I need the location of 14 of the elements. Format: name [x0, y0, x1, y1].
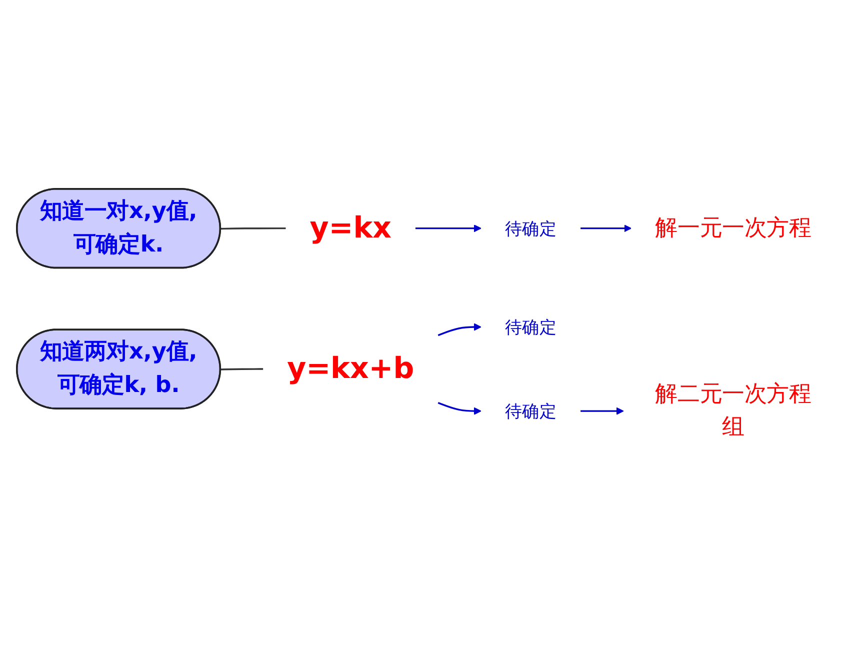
node-text: 待确定 [505, 400, 557, 422]
arrow [438, 323, 482, 336]
node-text: 解一元一次方程 [655, 214, 812, 241]
arrow [580, 224, 632, 232]
arrow [415, 224, 482, 232]
node-text: 解二元一次方程组 [655, 380, 812, 440]
node-text: 待确定 [505, 316, 557, 338]
connector [220, 227, 286, 230]
arrow [438, 402, 482, 415]
node-text: 待确定 [505, 218, 557, 238]
arrow [580, 407, 624, 415]
node-text: y=kx [310, 210, 392, 245]
connector [220, 368, 264, 370]
node-text: y=kx+b [287, 351, 414, 386]
